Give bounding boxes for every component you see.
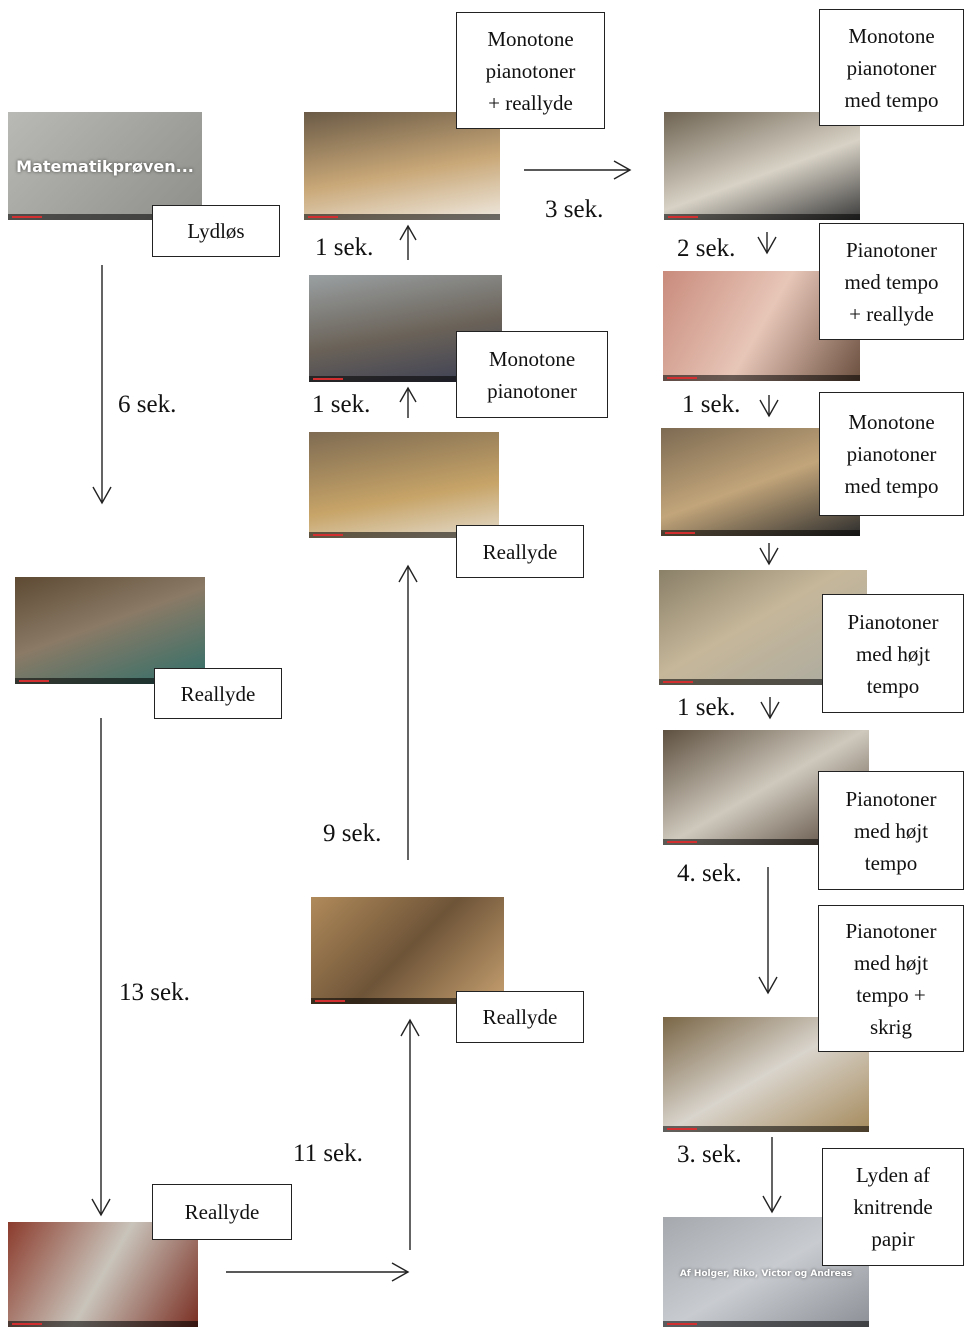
label-piano-high-scream: Pianotoner med højt tempo + skrig xyxy=(818,905,964,1052)
duration-1-sek-b: 1 sek. xyxy=(315,234,374,261)
thumb-paper-title: Af Holger, Riko, Victor og Andreas xyxy=(679,1269,853,1279)
label-monotone-tempo-2: Monotone pianotoner med tempo xyxy=(819,392,964,516)
duration-1-sek-d: 1 sek. xyxy=(677,694,736,721)
label-reallyde-building: Reallyde xyxy=(152,1184,292,1240)
duration-1-sek-c: 1 sek. xyxy=(682,391,741,418)
label-reallyde-hallway: Reallyde xyxy=(456,991,584,1043)
label-lydlos: Lydløs xyxy=(152,205,280,257)
thumb-reallyde-hallway xyxy=(311,897,504,1004)
duration-2-sek: 2 sek. xyxy=(677,235,736,262)
duration-11-sek: 11 sek. xyxy=(293,1140,363,1167)
duration-9-sek: 9 sek. xyxy=(323,820,382,847)
duration-3-sek-b: 3. sek. xyxy=(677,1141,742,1168)
thumb-reallyde-desk xyxy=(309,432,499,538)
thumb-reallyde-stairs xyxy=(15,577,205,684)
duration-4-sek: 4. sek. xyxy=(677,860,742,887)
label-paper: Lyden af knitrende papir xyxy=(822,1148,964,1266)
duration-3-sek: 3 sek. xyxy=(545,196,604,223)
thumb-lydlos: Matematikprøven... xyxy=(8,112,202,220)
label-reallyde-stairs: Reallyde xyxy=(154,668,282,719)
thumb-lydlos-title: Matematikprøven... xyxy=(16,156,194,176)
duration-6-sek: 6 sek. xyxy=(118,391,177,418)
label-monotone-tempo-1: Monotone pianotoner med tempo xyxy=(819,9,964,126)
duration-1-sek-a: 1 sek. xyxy=(312,391,371,418)
thumb-monotone-tempo-1 xyxy=(664,112,860,220)
label-piano-high-1: Pianotoner med højt tempo xyxy=(822,594,964,713)
label-reallyde-desk: Reallyde xyxy=(456,525,584,578)
thumb-monotone-real xyxy=(304,112,500,220)
label-monotone-real: Monotone pianotoner + reallyde xyxy=(456,12,605,129)
duration-13-sek: 13 sek. xyxy=(119,979,190,1006)
label-piano-tempo-real: Pianotoner med tempo + reallyde xyxy=(819,223,964,340)
label-monotone: Monotone pianotoner xyxy=(456,331,608,418)
label-piano-high-2: Pianotoner med højt tempo xyxy=(818,771,964,890)
